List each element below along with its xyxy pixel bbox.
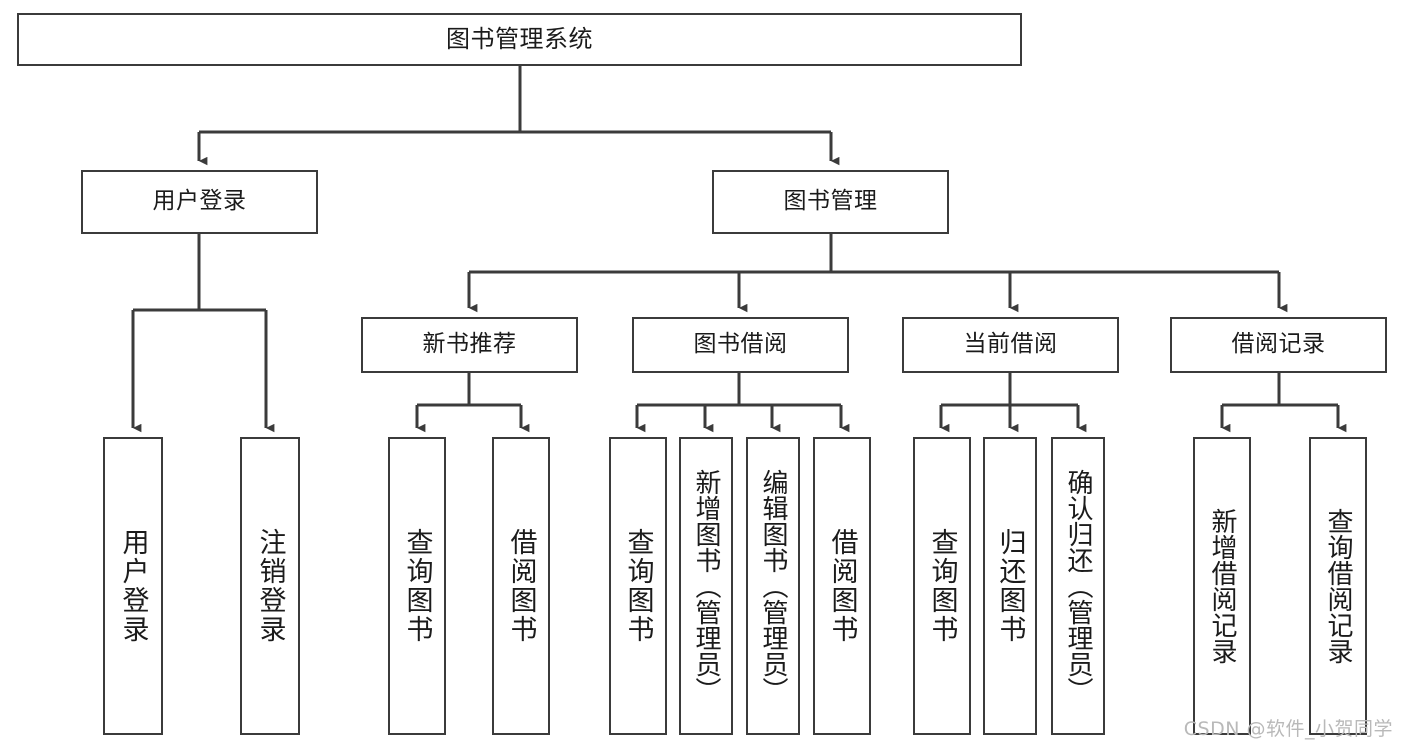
leaf-borrow-borrow-book[interactable]: 借阅图书 <box>813 437 871 735</box>
leaf-user-logout[interactable]: 注销登录 <box>240 437 300 735</box>
node-label: 借阅图书 <box>826 528 858 644</box>
node-label: 图书借阅 <box>693 331 788 358</box>
node-label: 新增图书（管理员） <box>691 469 721 703</box>
node-book-management[interactable]: 图书管理 <box>712 170 949 234</box>
node-label: 注销登录 <box>254 528 286 644</box>
node-label: 查询图书 <box>926 528 958 644</box>
node-label: 图书管理 <box>783 188 878 215</box>
leaf-borrow-query-book[interactable]: 查询图书 <box>609 437 667 735</box>
leaf-current-confirm-return-admin[interactable]: 确认归还（管理员） <box>1051 437 1105 735</box>
node-label: 确认归还（管理员） <box>1063 469 1093 703</box>
node-label: 图书管理系统 <box>446 25 593 54</box>
leaf-current-return-book[interactable]: 归还图书 <box>983 437 1037 735</box>
leaf-borrow-add-book-admin[interactable]: 新增图书（管理员） <box>679 437 733 735</box>
leaf-recommend-query-book[interactable]: 查询图书 <box>388 437 446 735</box>
leaf-user-login[interactable]: 用户登录 <box>103 437 163 735</box>
node-root-system[interactable]: 图书管理系统 <box>17 13 1022 66</box>
node-label: 新书推荐 <box>422 331 517 358</box>
node-label: 查询借阅记录 <box>1323 508 1353 664</box>
node-label: 查询图书 <box>401 528 433 644</box>
node-new-book-recommend[interactable]: 新书推荐 <box>361 317 578 373</box>
leaf-recommend-borrow-book[interactable]: 借阅图书 <box>492 437 550 735</box>
node-book-borrow[interactable]: 图书借阅 <box>632 317 849 373</box>
leaf-record-add-record[interactable]: 新增借阅记录 <box>1193 437 1251 735</box>
node-label: 用户登录 <box>117 528 149 644</box>
node-label: 借阅记录 <box>1231 331 1326 358</box>
node-label: 归还图书 <box>994 528 1026 644</box>
node-label: 编辑图书（管理员） <box>758 469 788 703</box>
node-label: 当前借阅 <box>963 331 1058 358</box>
node-label: 查询图书 <box>622 528 654 644</box>
node-label: 用户登录 <box>152 188 247 215</box>
node-borrow-record[interactable]: 借阅记录 <box>1170 317 1387 373</box>
node-user-login[interactable]: 用户登录 <box>81 170 318 234</box>
node-label: 借阅图书 <box>505 528 537 644</box>
leaf-borrow-edit-book-admin[interactable]: 编辑图书（管理员） <box>746 437 800 735</box>
node-label: 新增借阅记录 <box>1207 508 1237 664</box>
leaf-current-query-book[interactable]: 查询图书 <box>913 437 971 735</box>
node-current-borrow[interactable]: 当前借阅 <box>902 317 1119 373</box>
leaf-record-query-record[interactable]: 查询借阅记录 <box>1309 437 1367 735</box>
